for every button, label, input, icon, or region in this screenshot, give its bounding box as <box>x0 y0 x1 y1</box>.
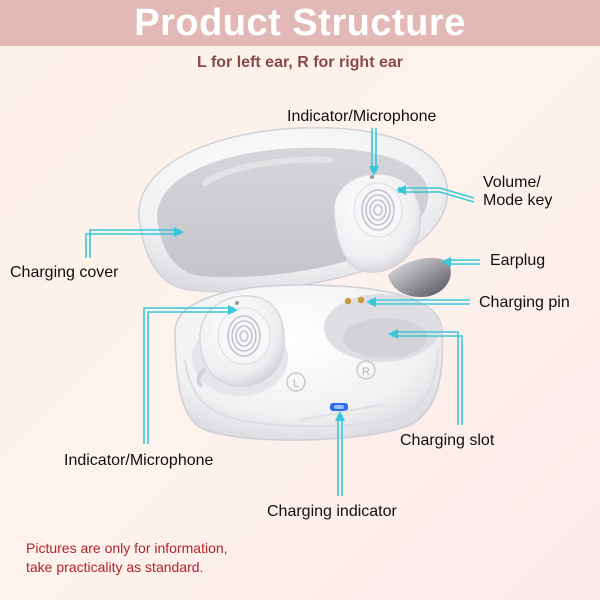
title-band <box>0 0 600 46</box>
fingerprint-icon <box>227 315 261 357</box>
leader-lines <box>85 128 480 496</box>
right-earbud <box>333 173 451 298</box>
charging-pin-dot <box>344 297 352 305</box>
earplug-tip <box>388 257 451 298</box>
label-indicator-microphone-bottom: Indicator/Microphone <box>64 452 214 469</box>
page-subtitle: L for left ear, R for right ear <box>197 54 403 71</box>
disclaimer-line1: Pictures are only for information, <box>26 540 228 556</box>
left-mark: L <box>293 378 299 390</box>
label-indicator-microphone-top: Indicator/Microphone <box>287 108 437 125</box>
label-charging-pin: Charging pin <box>479 294 570 311</box>
label-charging-indicator: Charging indicator <box>267 503 397 520</box>
disclaimer: Pictures are only for information, take … <box>26 539 228 577</box>
right-mark: R <box>362 366 370 378</box>
microphone-hole <box>370 175 374 179</box>
label-volume-line2: Mode key <box>483 192 553 209</box>
microphone-hole <box>235 301 239 305</box>
arrow-heads <box>174 166 451 421</box>
left-earbud <box>196 295 285 388</box>
fingerprint-icon <box>361 189 395 231</box>
label-charging-cover: Charging cover <box>10 264 119 281</box>
disclaimer-line2: take practicality as standard. <box>26 559 204 575</box>
page-title: Product Structure <box>134 2 466 44</box>
charging-pin-dot <box>357 296 365 304</box>
label-charging-slot: Charging slot <box>400 432 495 449</box>
label-earplug: Earplug <box>490 252 546 269</box>
label-volume-line1: Volume/ <box>483 174 541 191</box>
